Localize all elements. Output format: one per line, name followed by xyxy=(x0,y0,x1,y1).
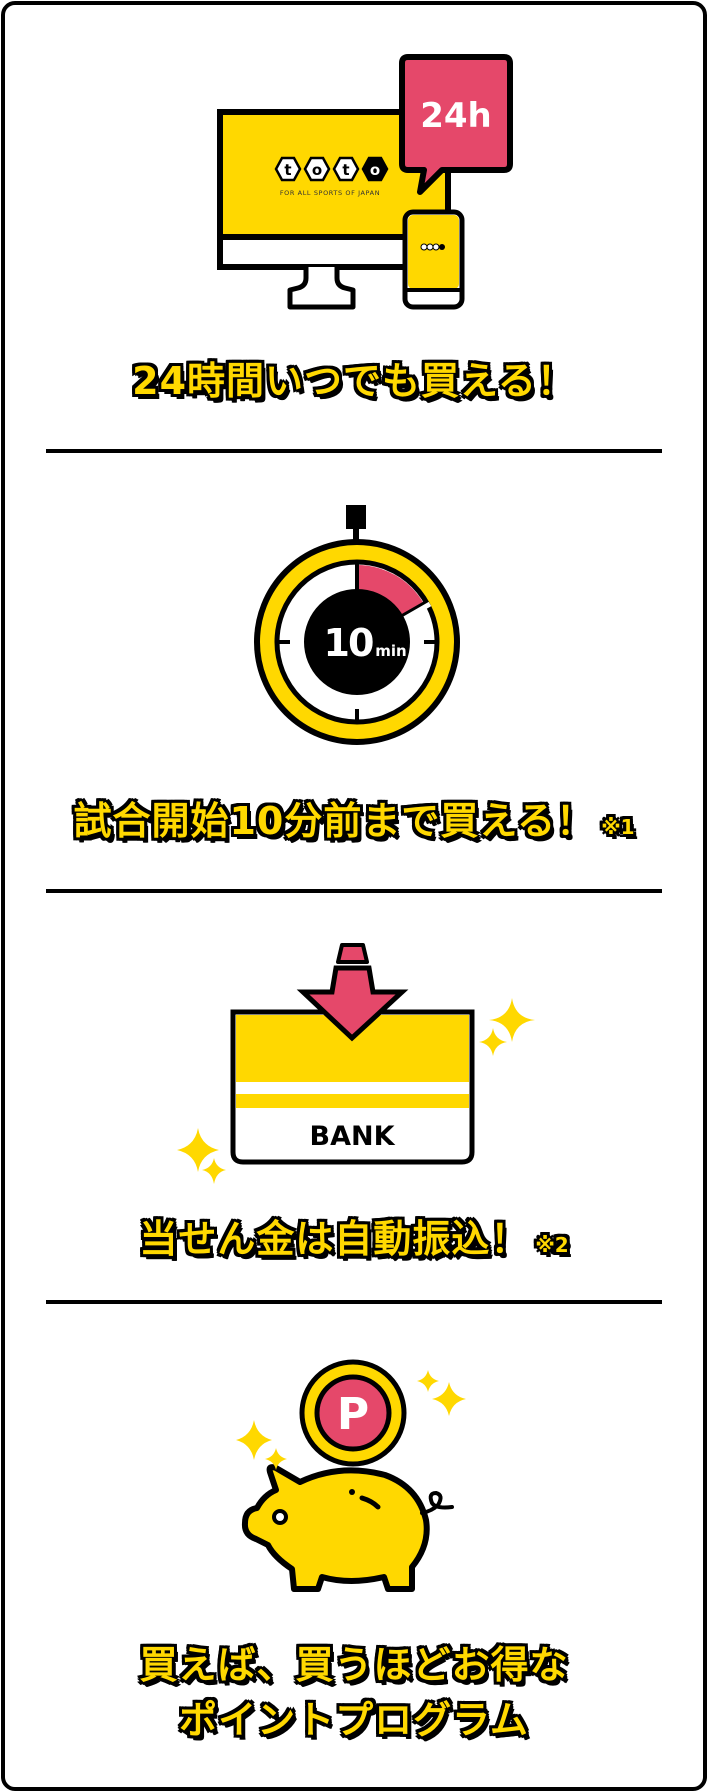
svg-text:t: t xyxy=(284,161,291,179)
svg-text:24h: 24h xyxy=(420,96,492,136)
speech-bubble-icon: 24h xyxy=(399,54,513,195)
piggy-bank-icon xyxy=(241,1464,454,1592)
monitor-phone-illustration: t o t o FOR ALL SPORTS OF JAPAN 24h xyxy=(210,50,520,315)
stopwatch-illustration: 10 min xyxy=(250,500,464,750)
bank-card-icon: BANK xyxy=(230,1009,475,1165)
feature-title-points: 買えば、買うほどお得な ポイントプログラム xyxy=(139,1643,569,1742)
svg-text:min: min xyxy=(375,642,406,660)
svg-text:BANK: BANK xyxy=(310,1121,396,1152)
toto-logo-icon: t o t o FOR ALL SPORTS OF JAPAN xyxy=(274,156,389,197)
point-coin-icon: P xyxy=(299,1359,407,1467)
svg-text:o: o xyxy=(370,161,380,179)
svg-text:t: t xyxy=(342,161,349,179)
footnote-marker: ※2 xyxy=(535,1233,569,1257)
section-divider xyxy=(46,889,662,893)
piggy-bank-illustration: P xyxy=(230,1345,470,1605)
sparkle-icon xyxy=(177,998,535,1184)
footnote-marker: ※1 xyxy=(601,815,635,839)
section-divider xyxy=(46,1300,662,1304)
sparkle-icon xyxy=(236,1370,466,1470)
down-arrow-icon xyxy=(296,943,409,1042)
svg-text:o: o xyxy=(312,161,322,179)
svg-text:10: 10 xyxy=(324,621,373,665)
feature-title-auto-transfer: 当せん金は自動振込！※2 xyxy=(139,1217,569,1261)
svg-text:P: P xyxy=(337,1389,369,1440)
feature-title-until-kickoff: 試合開始10分前まで買える！※1 xyxy=(73,799,635,843)
section-divider xyxy=(46,449,662,453)
smartphone-icon xyxy=(402,209,465,310)
feature-title-anytime: 24時間いつでも買える！ xyxy=(132,359,576,403)
toto-tagline: FOR ALL SPORTS OF JAPAN xyxy=(280,189,380,197)
bank-deposit-illustration: BANK xyxy=(170,940,540,1200)
